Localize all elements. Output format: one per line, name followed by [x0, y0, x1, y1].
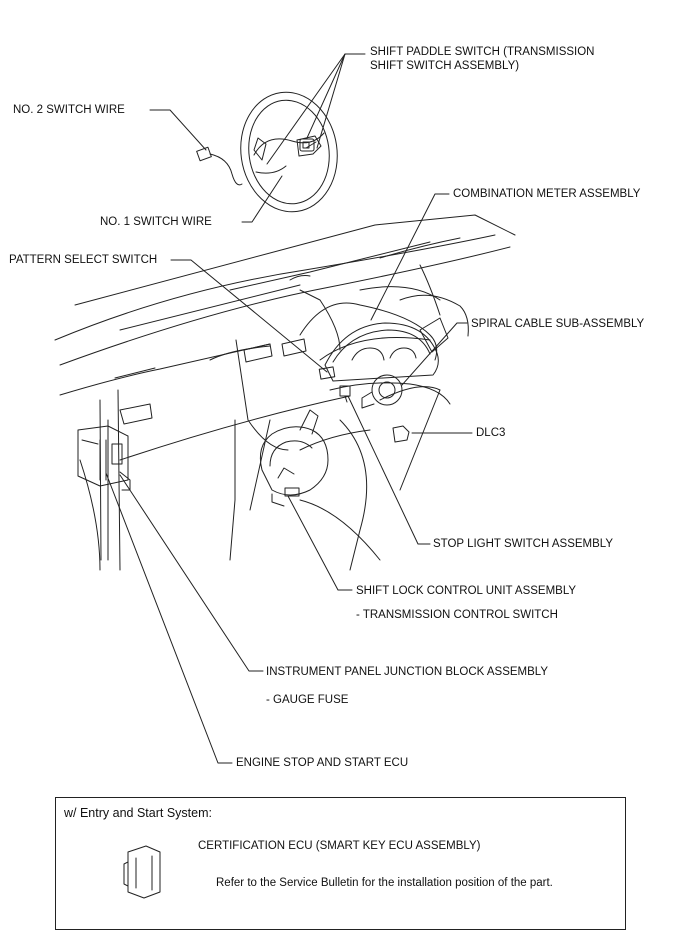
- legend-part-name: CERTIFICATION ECU (SMART KEY ECU ASSEMBL…: [198, 840, 481, 852]
- certification-ecu-icon: [123, 845, 161, 899]
- leader-lines: [105, 53, 473, 764]
- shift-lock-control-unit-icon: [259, 409, 329, 507]
- label-spiral-cable: SPIRAL CABLE SUB-ASSEMBLY: [471, 318, 645, 330]
- label-engine-stop-start-ecu: ENGINE STOP AND START ECU: [236, 757, 409, 769]
- label-gauge-fuse: - GAUGE FUSE: [266, 694, 349, 706]
- label-combination-meter: COMBINATION METER ASSEMBLY: [453, 188, 641, 200]
- no2-switch-wire-icon: [196, 146, 243, 186]
- shift-paddle-switch-icon: [299, 138, 315, 152]
- steering-wheel: [240, 91, 338, 213]
- label-no1-switch-wire: NO. 1 SWITCH WIRE: [100, 216, 212, 228]
- spiral-cable-icon: [361, 374, 403, 409]
- combination-meter-icon: [324, 322, 439, 382]
- label-dlc3: DLC3: [476, 427, 506, 439]
- legend-box: w/ Entry and Start System: CERTIFICATION…: [55, 797, 626, 930]
- label-transmission-control-switch: - TRANSMISSION CONTROL SWITCH: [356, 609, 558, 621]
- label-instrument-panel-jb: INSTRUMENT PANEL JUNCTION BLOCK ASSEMBLY: [266, 666, 549, 678]
- pattern-select-switch-icon: [318, 366, 336, 380]
- label-stop-light-switch: STOP LIGHT SWITCH ASSEMBLY: [433, 538, 614, 550]
- legend-note: Refer to the Service Bulletin for the in…: [216, 877, 553, 889]
- label-pattern-select-switch: PATTERN SELECT SWITCH: [9, 254, 158, 266]
- stop-light-switch-icon: [339, 385, 351, 403]
- instrument-panel: [54, 214, 516, 571]
- label-shift-paddle-switch: SHIFT PADDLE SWITCH (TRANSMISSION SHIFT …: [370, 46, 595, 72]
- dlc3-icon: [392, 425, 410, 443]
- label-no2-switch-wire: NO. 2 SWITCH WIRE: [13, 104, 125, 116]
- legend-title: w/ Entry and Start System:: [64, 806, 212, 820]
- label-shift-lock-control-unit: SHIFT LOCK CONTROL UNIT ASSEMBLY: [356, 585, 577, 597]
